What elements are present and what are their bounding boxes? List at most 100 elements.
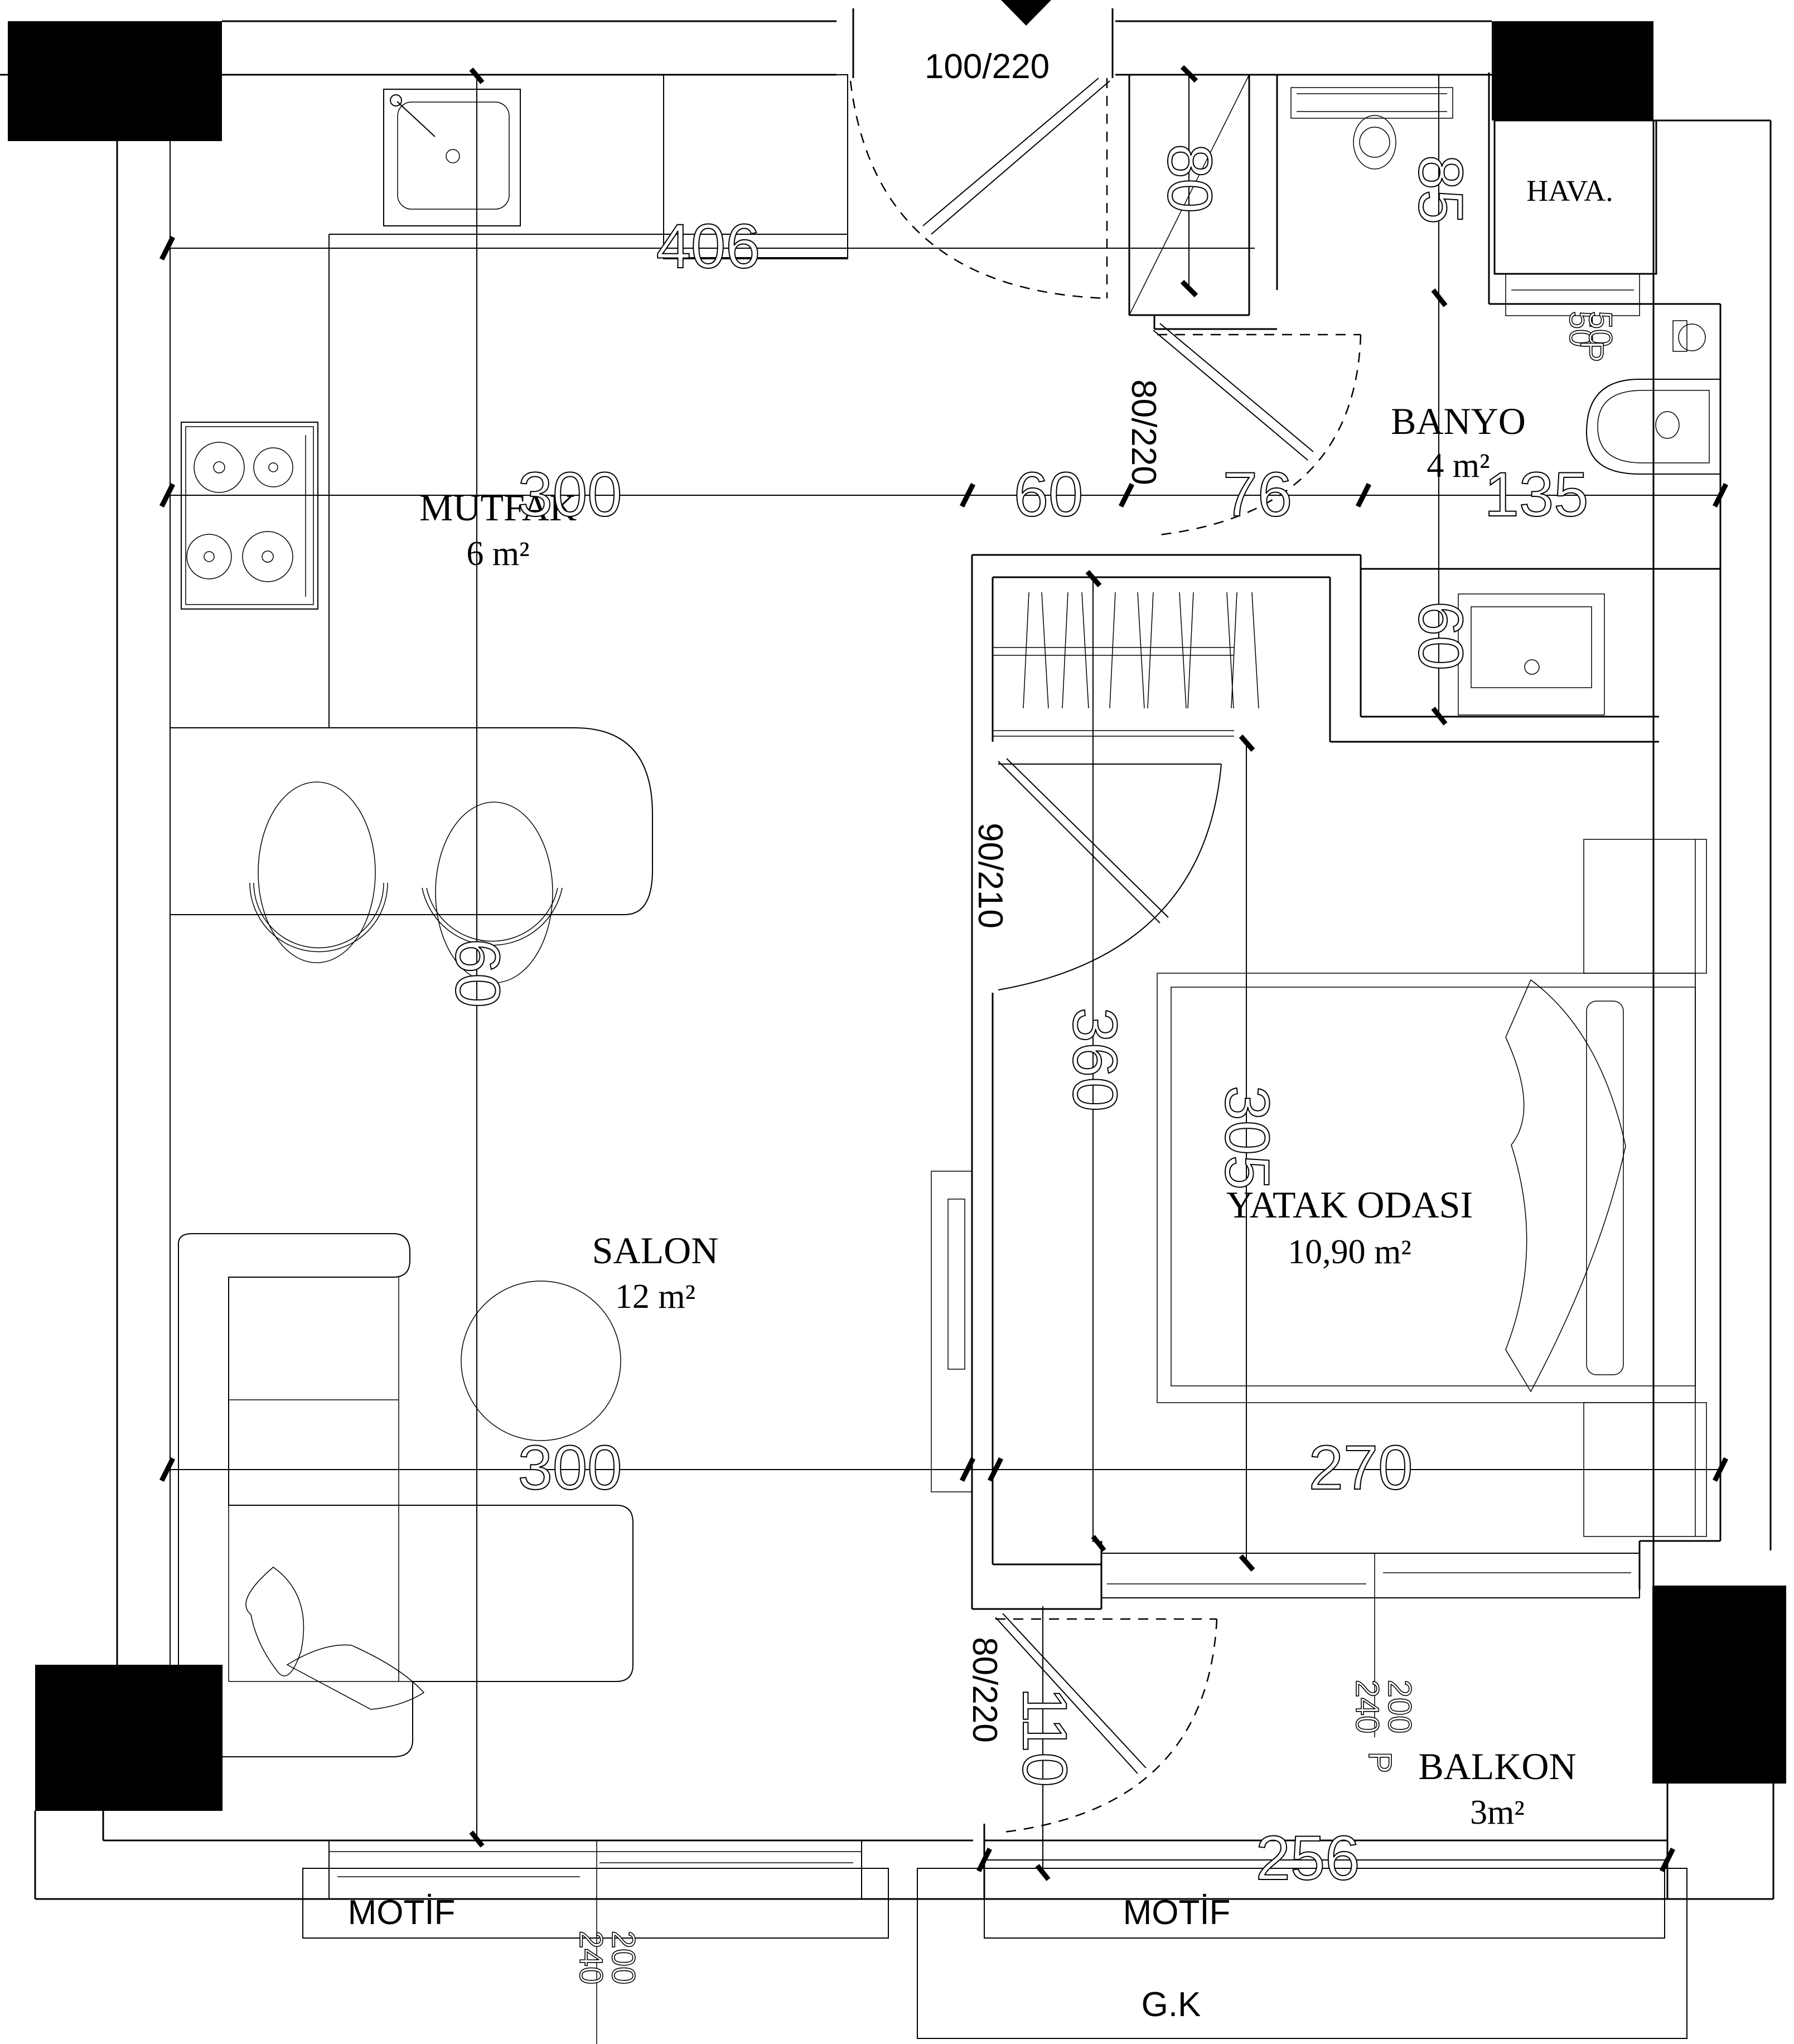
room-balkon-name: BALKON bbox=[1418, 1745, 1576, 1787]
vent-marker: P bbox=[1574, 341, 1610, 363]
window-salon bbox=[328, 1840, 862, 1900]
dim-bedroom-width: 270 bbox=[1309, 1433, 1413, 1502]
dim-kitchen-top: 406 bbox=[656, 211, 761, 281]
column-top-right bbox=[1492, 21, 1653, 120]
room-salon-name: SALON bbox=[592, 1229, 719, 1272]
north-arrow-icon bbox=[1001, 0, 1051, 26]
doors bbox=[849, 8, 1362, 1833]
dim-kitchen-width: 300 bbox=[518, 460, 622, 529]
room-hava-name: HAVA. bbox=[1526, 174, 1613, 207]
burner-icon bbox=[186, 534, 232, 579]
bedroom-door-label: 90/210 bbox=[971, 823, 1009, 929]
bar-stool bbox=[422, 801, 563, 983]
room-banyo-name: BANYO bbox=[1391, 400, 1526, 442]
hanger-icon bbox=[1137, 592, 1145, 709]
dim-sink-depth: 60 bbox=[1406, 601, 1476, 671]
dim-hall-width: 60 bbox=[1014, 460, 1084, 529]
entrance-door-label: 100/220 bbox=[925, 47, 1050, 86]
dim-vent-b: 50 bbox=[1582, 311, 1618, 347]
room-yatak-area: 10,90 m² bbox=[1288, 1233, 1411, 1271]
hanger-icon bbox=[1251, 592, 1259, 709]
dim-shower-depth: 80 bbox=[1155, 144, 1225, 214]
dim-bedroom-depth: 305 bbox=[1212, 1086, 1282, 1190]
interior-walls bbox=[102, 73, 1722, 1899]
cushion-icon bbox=[286, 1644, 425, 1710]
column-bottom-right bbox=[1652, 1586, 1786, 1784]
window-shaft bbox=[1505, 273, 1640, 316]
hanger-icon bbox=[1109, 592, 1116, 709]
bathroom-door-label: 80/220 bbox=[1124, 379, 1163, 485]
hanger-icon bbox=[1147, 592, 1154, 709]
room-mutfak-name: MUTFAK bbox=[419, 486, 577, 529]
hanger-icon bbox=[1231, 592, 1237, 709]
hanger-icon bbox=[1081, 592, 1089, 709]
sink-drain-icon bbox=[446, 149, 460, 163]
gk-label: G.K bbox=[1142, 1985, 1201, 2024]
dim-bath-depth: 85 bbox=[1406, 155, 1476, 225]
wardrobe bbox=[993, 592, 1259, 737]
balcony-door bbox=[995, 1613, 1218, 1833]
nightstand bbox=[1583, 839, 1707, 974]
window-bedroom bbox=[1101, 1553, 1640, 1598]
motif-left-label: MOTİF bbox=[348, 1893, 456, 1932]
cooktop bbox=[181, 422, 318, 610]
column-top-left bbox=[8, 21, 222, 141]
dim-balcony-door-span: 110 bbox=[1010, 1688, 1080, 1787]
bedroom-furniture bbox=[1157, 839, 1707, 1537]
faucet-icon bbox=[390, 94, 402, 107]
sink-drain-icon bbox=[1524, 659, 1540, 675]
bedroom-door bbox=[998, 758, 1222, 990]
gk-box bbox=[917, 1868, 1687, 2039]
coffee-table bbox=[461, 1280, 621, 1441]
motif-box-left bbox=[302, 1868, 889, 1939]
bar-stool bbox=[249, 781, 388, 963]
sofa bbox=[178, 1233, 634, 1757]
dim-vent-a: 50 bbox=[1563, 311, 1599, 347]
dim-window-low-1: 200 bbox=[605, 1931, 641, 1985]
room-yatak-name: YATAK ODASI bbox=[1226, 1183, 1473, 1226]
room-salon-area: 12 m² bbox=[615, 1278, 695, 1316]
hanger-icon bbox=[1062, 592, 1068, 709]
burner-icon bbox=[253, 447, 293, 487]
bathroom-fixtures bbox=[1129, 74, 1720, 716]
salon-furniture bbox=[178, 1171, 973, 1757]
motif-right-label: MOTİF bbox=[1123, 1893, 1231, 1932]
burner-icon bbox=[194, 442, 245, 493]
pillow bbox=[1586, 1001, 1624, 1375]
structural-columns bbox=[8, 0, 1786, 1811]
dim-window-low-2: 200 bbox=[1381, 1680, 1418, 1734]
column-bottom-left bbox=[35, 1665, 223, 1811]
room-mutfak-area: 6 m² bbox=[466, 535, 529, 573]
entrance-door bbox=[849, 8, 1114, 299]
hanger-icon bbox=[1023, 592, 1029, 709]
exterior-zones bbox=[302, 1868, 1687, 2039]
toilet bbox=[1585, 379, 1720, 475]
window-marker: P bbox=[1362, 1752, 1398, 1774]
dim-bedroom-hall-depth: 360 bbox=[1060, 1008, 1130, 1112]
room-balkon-area: 3m² bbox=[1470, 1794, 1525, 1832]
bathroom-sink bbox=[1458, 593, 1605, 716]
balcony-door-label: 80/220 bbox=[965, 1637, 1004, 1743]
floor-drain-icon bbox=[1353, 115, 1396, 170]
hanger-icon bbox=[1187, 592, 1194, 709]
dim-window-high-1: 240 bbox=[573, 1931, 609, 1985]
cushion-icon bbox=[245, 1567, 304, 1676]
outer-walls bbox=[0, 20, 1774, 1900]
tv-unit bbox=[931, 1171, 973, 1492]
tv-icon bbox=[947, 1199, 965, 1370]
dim-balcony-width: 256 bbox=[1256, 1823, 1360, 1893]
bar-counter bbox=[170, 727, 653, 915]
windows bbox=[328, 273, 1640, 2044]
bathroom-door bbox=[1153, 323, 1362, 537]
dim-bath-width: 135 bbox=[1484, 460, 1589, 529]
kitchen bbox=[170, 74, 848, 983]
duvet-fold bbox=[1505, 979, 1626, 1393]
dim-bath-door-span: 76 bbox=[1223, 460, 1293, 529]
labels: 100/220 80/220 90/210 80/220 MUTFAK 6 m²… bbox=[348, 47, 1619, 2024]
hanger-icon bbox=[1179, 592, 1187, 709]
room-banyo-area: 4 m² bbox=[1427, 447, 1490, 485]
dim-bar-depth: 60 bbox=[443, 939, 512, 1008]
radiator-icon bbox=[1290, 87, 1453, 119]
hanger-icon bbox=[1041, 592, 1049, 709]
